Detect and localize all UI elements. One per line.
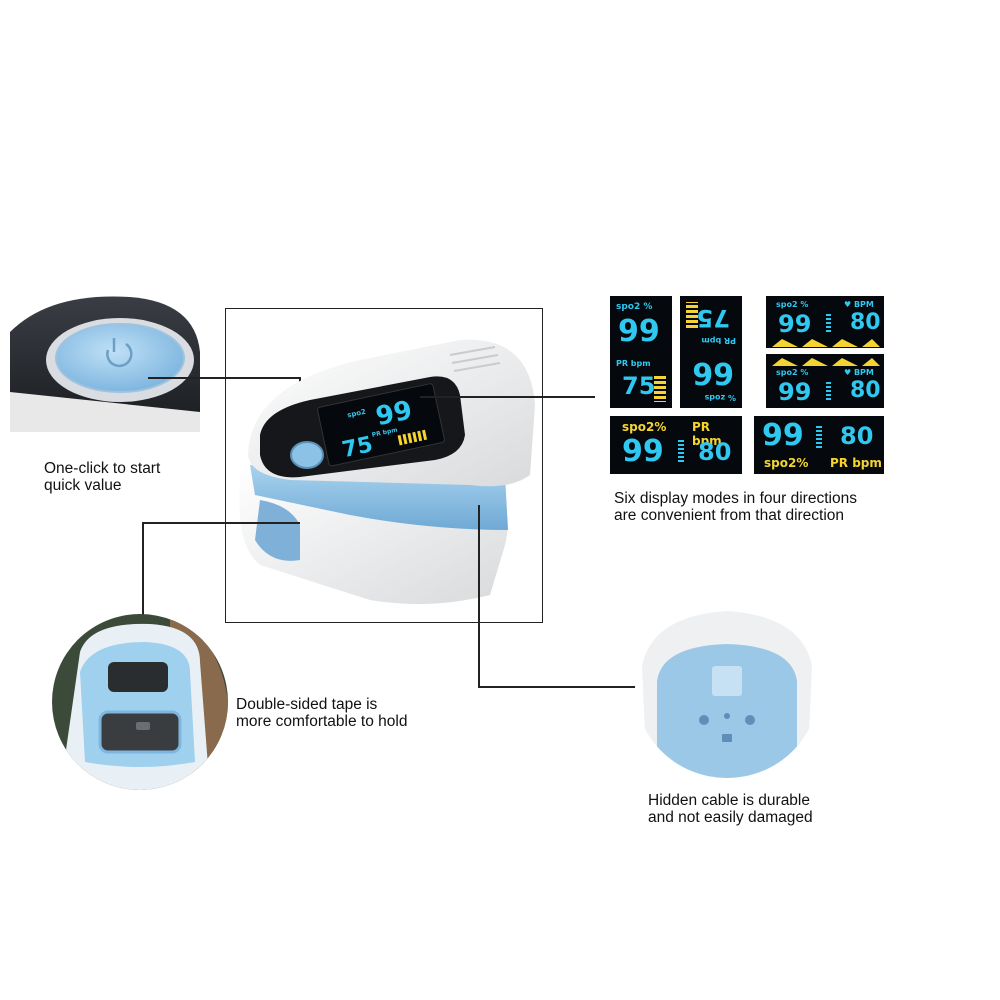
device-pulse-bars <box>397 429 428 446</box>
device-frame <box>225 308 543 623</box>
pulse-oximeter: 99 75 spo2 PR bpm <box>230 315 540 615</box>
display-mode-2: % zods 66 PR bpm 75 <box>680 296 742 408</box>
device-spo2-value: 99 <box>373 395 415 432</box>
mode-4-pleth-wave <box>772 358 880 366</box>
caption-tape: Double-sided tape is more comfortable to… <box>236 696 408 730</box>
display-mode-1: spo2 % 99 PR bpm 75 <box>610 296 672 408</box>
display-mode-3: spo2 % ♥ BPM 99 80 <box>766 296 884 348</box>
device-power-button[interactable] <box>290 441 324 469</box>
power-icon <box>106 338 133 368</box>
display-mode-6: 99 80 spo2% PR bpm <box>754 416 884 474</box>
mode-3-pleth-wave <box>772 339 880 347</box>
device-spo2-label: spo2 <box>346 408 366 420</box>
mode-1-pulse-bars <box>654 376 666 402</box>
device-pr-value: 75 <box>340 432 375 463</box>
cable-closeup <box>632 596 822 780</box>
mode-2-pulse-bars <box>686 302 698 328</box>
caption-button: One-click to start quick value <box>44 460 161 494</box>
display-mode-4: spo2 % ♥ BPM 99 80 <box>766 354 884 408</box>
tape-closeup <box>50 612 230 792</box>
power-button-closeup <box>10 292 200 432</box>
caption-cable: Hidden cable is durable and not easily d… <box>648 792 813 826</box>
display-mode-5: spo2% PR bpm 99 80 <box>610 416 742 474</box>
caption-display: Six display modes in four directions are… <box>614 490 857 524</box>
